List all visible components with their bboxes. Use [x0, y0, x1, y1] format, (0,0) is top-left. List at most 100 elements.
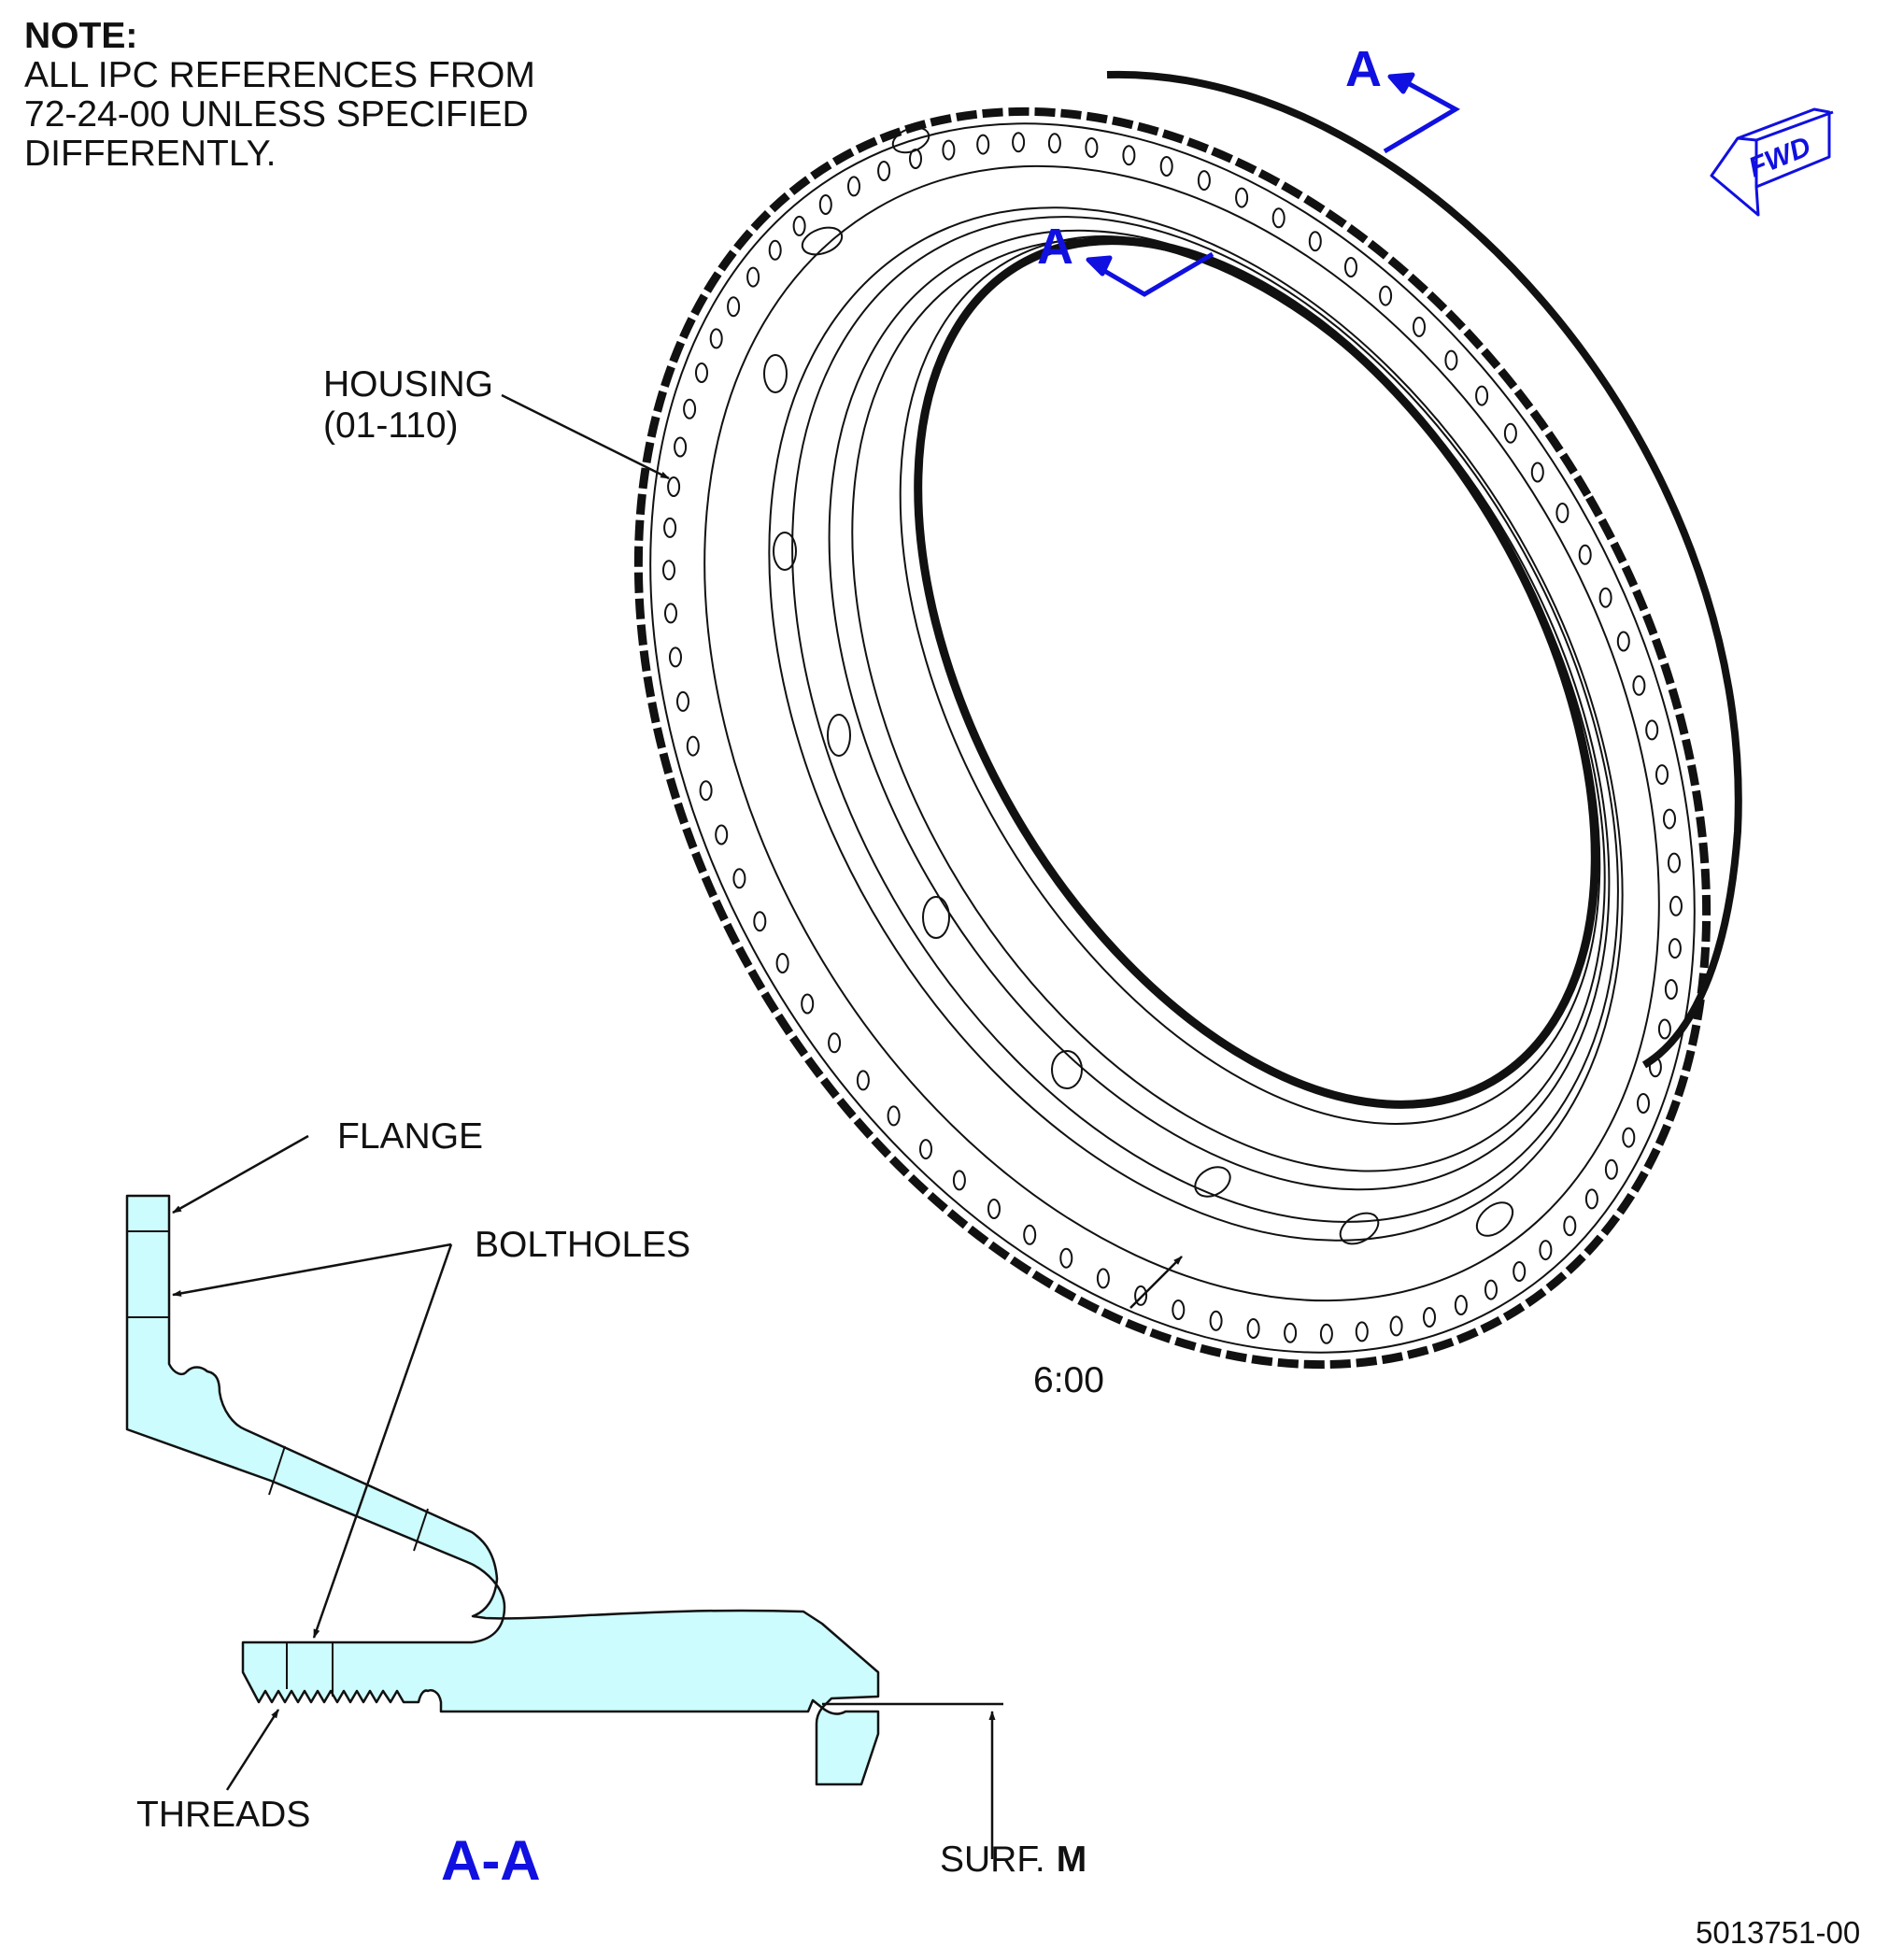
bolt-hole	[674, 436, 688, 458]
bolt-hole	[1122, 145, 1136, 166]
bolt-hole	[952, 1170, 966, 1191]
bolt-hole	[1530, 462, 1544, 483]
bolt-hole	[801, 993, 815, 1015]
bolt-hole	[1616, 631, 1630, 652]
boltholes-label: BOLTHOLES	[475, 1225, 690, 1265]
bolt-hole	[775, 953, 789, 973]
bolt-hole	[699, 780, 713, 802]
section-view-title: A-A	[441, 1829, 541, 1892]
bolt-hole	[1657, 1018, 1671, 1040]
bolthole-leader-upper	[172, 1243, 452, 1297]
surface-label: SURF. M	[940, 1839, 1087, 1880]
bolt-hole	[1379, 285, 1393, 306]
bolt-hole	[1664, 979, 1678, 1000]
section-leaders	[172, 1134, 996, 1859]
bolt-hole	[1235, 187, 1249, 208]
section-letter-upper: A	[1345, 41, 1382, 97]
forward-direction-arrow: FWD	[1710, 107, 1834, 217]
bolt-hole	[727, 296, 741, 318]
bolt-hole	[1584, 1188, 1598, 1210]
bolt-hole	[715, 824, 729, 845]
bolt-hole	[1598, 587, 1612, 608]
bolt-hole	[1355, 1321, 1369, 1342]
bolt-hole	[1246, 1318, 1260, 1339]
bolt-hole	[976, 134, 990, 155]
note-line-3: DIFFERENTLY.	[24, 134, 277, 174]
bolt-hole	[792, 215, 806, 236]
bolt-hole	[987, 1199, 1001, 1219]
bolt-hole	[732, 868, 746, 889]
bolt-hole	[1209, 1310, 1223, 1331]
bolt-hole	[847, 176, 860, 197]
bolt-hole	[1663, 808, 1676, 830]
general-note: NOTE: ALL IPC REFERENCES FROM 72-24-00 U…	[24, 17, 535, 174]
bolt-hole	[1197, 170, 1211, 192]
bolt-hole	[1563, 1215, 1577, 1237]
bolt-hole	[1475, 385, 1489, 406]
flange-inner-edge	[649, 122, 1696, 1354]
bolt-hole	[1555, 503, 1569, 523]
bolt-hole	[887, 1105, 901, 1127]
section-cut-marker-upper: A	[1345, 41, 1461, 154]
bolt-hole	[1655, 764, 1669, 786]
flange-outer-edge	[633, 107, 1711, 1370]
bolt-hole-ring	[662, 132, 1683, 1344]
bolt-hole	[1632, 675, 1646, 696]
housing-label: HOUSING	[323, 364, 493, 405]
threads-label: THREADS	[136, 1795, 310, 1835]
face-ring-1	[703, 164, 1660, 1302]
bolt-hole	[1444, 349, 1458, 371]
bolt-hole	[1669, 895, 1683, 916]
surface-prefix: SURF.	[940, 1839, 1045, 1880]
section-a-a-profile	[125, 1194, 1003, 1786]
bolt-hole	[1578, 544, 1592, 565]
bolt-hole	[1096, 1268, 1110, 1289]
bolt-hole	[1085, 137, 1099, 158]
housing-leader	[501, 393, 670, 480]
bolt-hole	[1319, 1323, 1333, 1344]
bolt-hole	[818, 194, 832, 215]
bolt-hole	[919, 1139, 932, 1160]
note-line-1: ALL IPC REFERENCES FROM	[24, 55, 535, 95]
flange-label: FLANGE	[337, 1116, 483, 1157]
bolt-hole	[667, 476, 681, 497]
bolt-hole	[1645, 719, 1659, 741]
bolt-hole	[1012, 132, 1026, 153]
bolt-hole	[1159, 156, 1173, 177]
bolt-hole	[676, 690, 689, 712]
bolt-hole	[663, 517, 677, 538]
bolt-hole	[1668, 938, 1682, 959]
section-letter-lower: A	[1037, 219, 1073, 275]
face-ring-4	[828, 229, 1611, 1191]
bolt-hole	[828, 1032, 842, 1054]
bolt-hole	[1539, 1240, 1553, 1261]
bolt-hole	[669, 646, 682, 668]
clock-position-label: 6:00	[1033, 1360, 1104, 1400]
inner-bore	[914, 236, 1599, 1109]
section-foot	[815, 1706, 880, 1786]
face-holes	[763, 126, 1514, 1245]
bolt-hole	[1622, 1127, 1636, 1148]
bolt-hole	[1668, 852, 1681, 873]
bolt-hole	[1271, 207, 1285, 229]
bolt-hole	[1023, 1224, 1037, 1245]
bolt-hole	[1047, 133, 1061, 154]
bolt-hole	[1059, 1247, 1073, 1269]
bolt-hole	[1344, 257, 1357, 277]
housing-ring	[633, 70, 1742, 1370]
drawing-number: 5013751-00	[1696, 1915, 1860, 1950]
bolt-hole	[664, 603, 677, 624]
bolt-hole	[753, 911, 767, 932]
bolt-hole	[942, 139, 956, 161]
bolt-hole	[1513, 1261, 1527, 1282]
bolt-hole	[1423, 1307, 1436, 1328]
bolt-hole	[856, 1070, 870, 1091]
housing-leaders	[501, 393, 1183, 1309]
bolt-hole	[683, 398, 697, 419]
inner-bore-step	[899, 235, 1601, 1125]
bolt-hole	[768, 239, 782, 261]
surface-letter: M	[1057, 1839, 1087, 1880]
bolt-hole	[1134, 1285, 1148, 1306]
bolt-hole	[877, 161, 891, 181]
